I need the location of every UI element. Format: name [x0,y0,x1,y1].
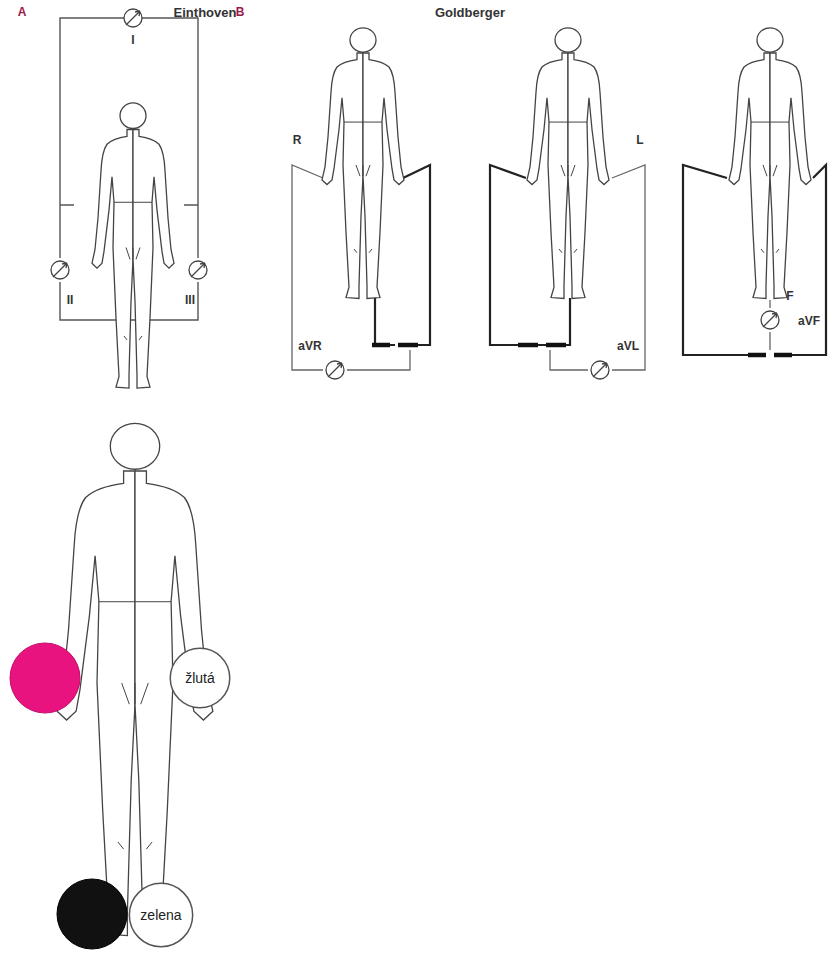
galvanometer [591,361,609,379]
label-text: III [185,294,195,306]
label-text: I [131,34,134,46]
label-text: A [18,6,27,18]
black-electrode [57,879,127,949]
label-text: F [786,290,793,302]
electrode-circle: žlutá [169,647,231,709]
electrode-circle: zelena [128,882,194,948]
label-text: II [67,294,74,306]
label-text: Einthoven [174,6,237,19]
human-figure [527,28,609,299]
label-text: aVL [617,340,639,352]
label-text: L [636,134,643,146]
human-figure [92,103,174,388]
label-text: Goldberger [435,6,505,19]
human-figure [322,28,404,299]
electrode-label: žlutá [185,670,215,686]
galvanometer [51,261,69,279]
label-text: aVF [798,315,820,327]
red-electrode [10,643,80,713]
label-text: aVR [298,340,321,352]
galvanometer [124,9,142,27]
galvanometer [761,311,779,329]
galvanometer [326,361,344,379]
galvanometer [189,261,207,279]
label-text: R [293,134,302,146]
human-figure [729,28,811,299]
label-text: B [236,6,245,18]
electrode-label: zelena [140,907,181,923]
